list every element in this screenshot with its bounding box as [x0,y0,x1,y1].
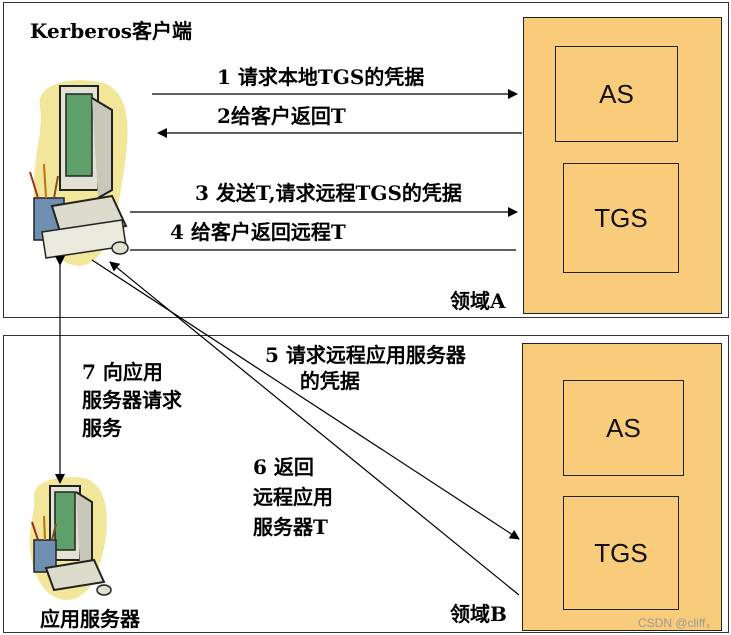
realm-a-as-label: AS [599,78,634,109]
client-computer-icon [29,80,129,266]
step-5-label: 5 请求远程应用服务器 的凭据 [265,343,466,393]
arrow-step-5 [91,259,520,540]
realm-a-label: 领域A [450,289,506,313]
step-6-label: 6 返回 远程应用 服务器T [253,455,333,539]
step-2-label: 2给客户返回T [217,104,346,128]
watermark: CSDN @cliff， [638,616,718,630]
realm-b-label: 领域B [450,602,507,626]
client-title: Kerberos客户端 [30,19,193,43]
realm-a-tgs-label: TGS [594,202,648,233]
step-1-label: 1 请求本地TGS的凭据 [217,65,425,89]
realm-b-as-box: AS [563,380,684,476]
step-4-label: 4 给客户返回远程T [170,220,346,244]
realm-b-as-label: AS [606,412,641,443]
server-label: 应用服务器 [40,607,140,631]
realm-b-tgs-label: TGS [594,537,648,568]
step-7-label: 7 向应用 服务器请求 服务 [82,360,182,440]
server-computer-icon [29,476,112,600]
realm-b-tgs-box: TGS [563,496,679,610]
step-3-label: 3 发送T,请求远程TGS的凭据 [195,181,462,205]
realm-a-tgs-box: TGS [563,163,679,273]
arrow-step-6 [109,261,520,596]
realm-a-as-box: AS [555,46,678,142]
